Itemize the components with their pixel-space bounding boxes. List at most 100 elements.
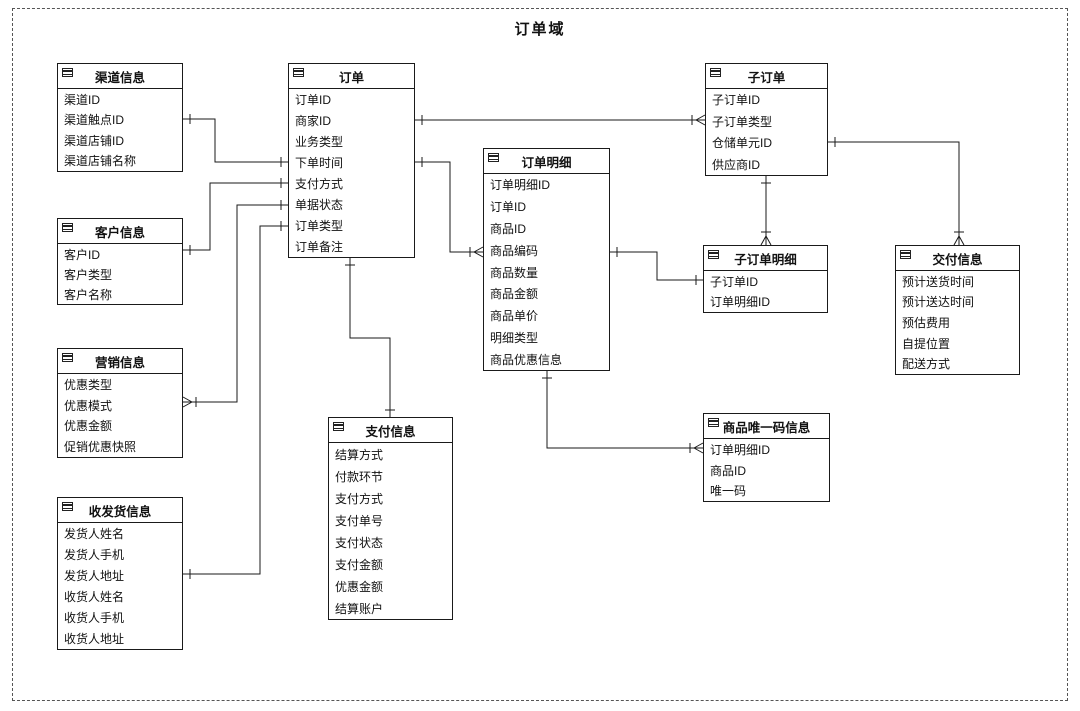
field-row: 优惠模式 xyxy=(64,398,113,413)
field-row: 预估费用 xyxy=(902,315,951,330)
connector-order-to-payment-info xyxy=(349,258,391,417)
entity-title: 订单明细 xyxy=(484,149,609,174)
field-row: 促销优惠快照 xyxy=(64,440,137,455)
field-row: 下单时间 xyxy=(295,156,344,170)
entity-title: 客户信息 xyxy=(58,219,182,244)
field-row: 配送方式 xyxy=(902,357,951,372)
field-row: 明细类型 xyxy=(490,330,539,345)
field-row: 客户ID xyxy=(64,247,101,262)
field-row: 业务类型 xyxy=(295,135,344,149)
field-row: 结算方式 xyxy=(335,447,384,462)
entity-field-list: 优惠类型优惠模式优惠金额促销优惠快照 xyxy=(58,374,182,457)
connector-sub-order-to-delivery-info xyxy=(828,141,960,245)
field-row: 支付方式 xyxy=(335,491,384,506)
table-icon xyxy=(900,250,911,259)
entity-title-text: 支付信息 xyxy=(365,424,416,439)
entity-title: 订单 xyxy=(289,64,414,89)
field-row: 结算账户 xyxy=(335,601,384,616)
entity-title: 子订单明细 xyxy=(704,246,827,271)
table-icon xyxy=(488,153,499,162)
field-row: 收货人手机 xyxy=(64,611,125,625)
entity-title: 渠道信息 xyxy=(58,64,182,89)
page-title: 订单域 xyxy=(514,21,566,38)
entity-delivery-info: 交付信息预计送货时间预计送达时间预估费用自提位置配送方式 xyxy=(895,245,1020,375)
entity-title-text: 商品唯一码信息 xyxy=(722,420,811,435)
field-row: 仓储单元ID xyxy=(712,136,773,151)
entity-title-text: 订单明细 xyxy=(521,155,572,170)
entity-field-list: 订单ID 商家ID 业务类型下单时间支付方式单据状态订单类型订单备注 xyxy=(289,89,414,257)
entity-field-list: 发货人姓名发货人手机发货人地址收货人姓名收货人手机收货人地址 xyxy=(58,523,182,649)
field-row: 发货人手机 xyxy=(64,548,125,562)
field-row: 收货人姓名 xyxy=(64,590,125,604)
field-row: 商品单价 xyxy=(490,309,539,324)
field-row: 优惠类型 xyxy=(64,377,113,392)
field-row: 商品编码 xyxy=(490,243,539,258)
field-row: 子订单类型 xyxy=(712,114,773,129)
entity-title: 营销信息 xyxy=(58,349,182,374)
field-row: 渠道ID xyxy=(64,92,101,107)
field-row: 单据状态 xyxy=(295,198,344,212)
entity-title-text: 子订单明细 xyxy=(734,252,797,267)
field-row: 渠道店铺ID xyxy=(64,133,125,148)
field-row: 唯一码 xyxy=(710,484,747,499)
table-icon xyxy=(333,422,344,431)
field-row: 商品金额 xyxy=(490,287,539,302)
table-icon xyxy=(708,250,719,259)
field-row: 商家ID xyxy=(295,114,332,128)
entity-title-text: 营销信息 xyxy=(94,355,145,370)
entity-title: 收发货信息 xyxy=(58,498,182,523)
field-row: 支付状态 xyxy=(335,535,384,550)
entity-title: 商品唯一码信息 xyxy=(704,414,829,439)
connector-customer-info-to-order xyxy=(183,182,288,251)
entity-product-unique-code-info: 商品唯一码信息订单明细ID 商品ID 唯一码 xyxy=(703,413,830,502)
table-icon xyxy=(62,68,73,77)
field-row: 订单明细ID xyxy=(710,295,771,310)
field-row: 自提位置 xyxy=(902,336,951,351)
field-row: 优惠金额 xyxy=(335,579,384,594)
field-row: 支付方式 xyxy=(295,177,344,191)
field-row: 预计送达时间 xyxy=(902,295,975,310)
entity-customer-info: 客户信息客户ID 客户类型客户名称 xyxy=(57,218,183,305)
entity-title: 交付信息 xyxy=(896,246,1019,271)
entity-shipping-info: 收发货信息发货人姓名发货人手机发货人地址收货人姓名收货人手机收货人地址 xyxy=(57,497,183,650)
connector-order-to-marketing-info xyxy=(183,204,288,403)
field-row: 发货人姓名 xyxy=(64,527,125,541)
table-icon xyxy=(62,223,73,232)
entity-field-list: 预计送货时间预计送达时间预估费用自提位置配送方式 xyxy=(896,271,1019,374)
field-row: 商品ID xyxy=(710,463,747,478)
field-row: 订单ID xyxy=(490,200,527,215)
field-row: 渠道店铺名称 xyxy=(64,154,137,169)
field-row: 商品优惠信息 xyxy=(490,352,563,367)
entity-title-text: 订单 xyxy=(338,70,364,85)
entity-title: 支付信息 xyxy=(329,418,452,443)
field-row: 订单ID xyxy=(295,93,332,107)
field-row: 供应商ID xyxy=(712,157,761,172)
field-row: 商品数量 xyxy=(490,265,539,280)
entity-title: 子订单 xyxy=(706,64,827,89)
entity-order: 订单订单ID 商家ID 业务类型下单时间支付方式单据状态订单类型订单备注 xyxy=(288,63,415,258)
entity-field-list: 客户ID 客户类型客户名称 xyxy=(58,244,182,304)
entity-field-list: 订单明细ID 商品ID 唯一码 xyxy=(704,439,829,501)
field-row: 订单明细ID xyxy=(710,442,771,457)
field-row: 订单备注 xyxy=(295,240,344,254)
connector-order-detail-to-sub-order-detail xyxy=(610,251,703,281)
field-row: 客户名称 xyxy=(64,287,113,302)
field-row: 优惠金额 xyxy=(64,419,113,434)
table-icon xyxy=(710,68,721,77)
field-row: 预计送货时间 xyxy=(902,274,975,289)
field-row: 客户类型 xyxy=(64,267,113,282)
field-row: 收货人地址 xyxy=(64,632,125,646)
entity-field-list: 结算方式付款环节支付方式支付单号支付状态支付金额优惠金额结算账户 xyxy=(329,443,452,619)
table-icon xyxy=(62,502,73,511)
table-icon xyxy=(708,418,719,427)
field-row: 订单类型 xyxy=(295,219,344,233)
field-row: 支付金额 xyxy=(335,557,384,572)
field-row: 商品ID xyxy=(490,221,527,236)
